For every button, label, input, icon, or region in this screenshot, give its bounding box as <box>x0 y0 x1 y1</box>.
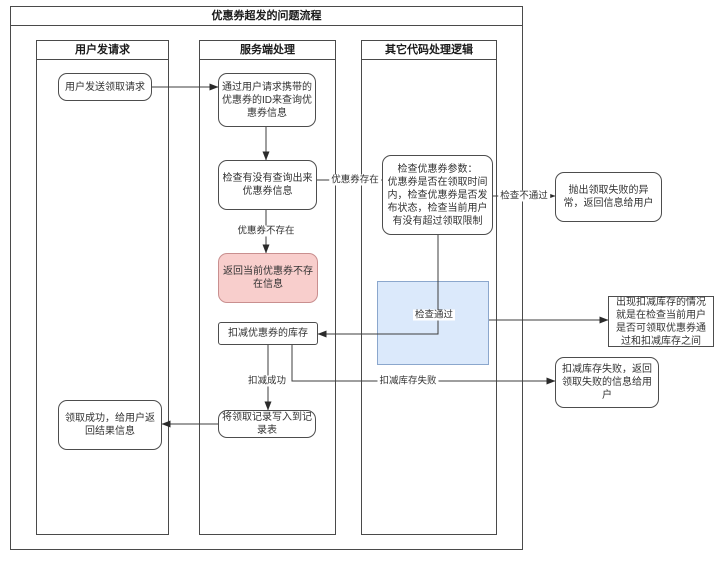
lane-user-request: 用户发请求 <box>36 40 169 535</box>
diagram-title: 优惠券超发的问题流程 <box>11 7 522 26</box>
label-deduct-success: 扣减成功 <box>245 375 289 387</box>
label-check-pass: 检查通过 <box>412 309 456 321</box>
node-check-coupon-params: 检查优惠券参数： 优惠券是否在领取时间 内，检查优惠券是否发 布状态，检查当前用… <box>382 155 493 235</box>
node-throw-claim-fail-exception: 抛出领取失败的异 常，返回信息给用户 <box>555 172 662 222</box>
label-coupon-not-exists: 优惠券不存在 <box>235 225 297 237</box>
label-check-fail: 检查不通过 <box>498 190 550 202</box>
region-check-pass <box>377 281 489 365</box>
diagram-frame: 优惠券超发的问题流程 <box>10 6 523 550</box>
node-deduct-fail-return: 扣减库存失败，返回 领取失败的信息给用 户 <box>555 357 659 408</box>
node-write-claim-record: 将领取记录写入到记 录表 <box>218 410 316 438</box>
node-claim-success: 领取成功，给用户返 回结果信息 <box>58 400 162 450</box>
node-send-claim-request: 用户发送领取请求 <box>58 73 152 101</box>
lane-server-handle-header: 服务端处理 <box>200 41 335 60</box>
node-return-not-exist: 返回当前优惠券不存 在信息 <box>218 253 318 303</box>
label-deduct-stock-fail: 扣减库存失败 <box>377 375 439 387</box>
node-query-coupon-by-id: 通过用户请求携带的 优惠券的ID来查询优 惠券信息 <box>218 73 316 127</box>
node-check-coupon-found: 检查有没有查询出来 优惠券信息 <box>218 160 317 210</box>
lane-other-logic-header: 其它代码处理逻辑 <box>362 41 496 60</box>
node-deduct-coupon-stock: 扣减优惠券的库存 <box>218 322 318 345</box>
label-coupon-exists: 优惠券存在 <box>329 174 381 186</box>
note-race-condition: 出现扣减库存的情况 就是在检查当前用户 是否可领取优惠券通 过和扣减库存之间 <box>608 296 714 347</box>
lane-user-request-header: 用户发请求 <box>37 41 168 60</box>
